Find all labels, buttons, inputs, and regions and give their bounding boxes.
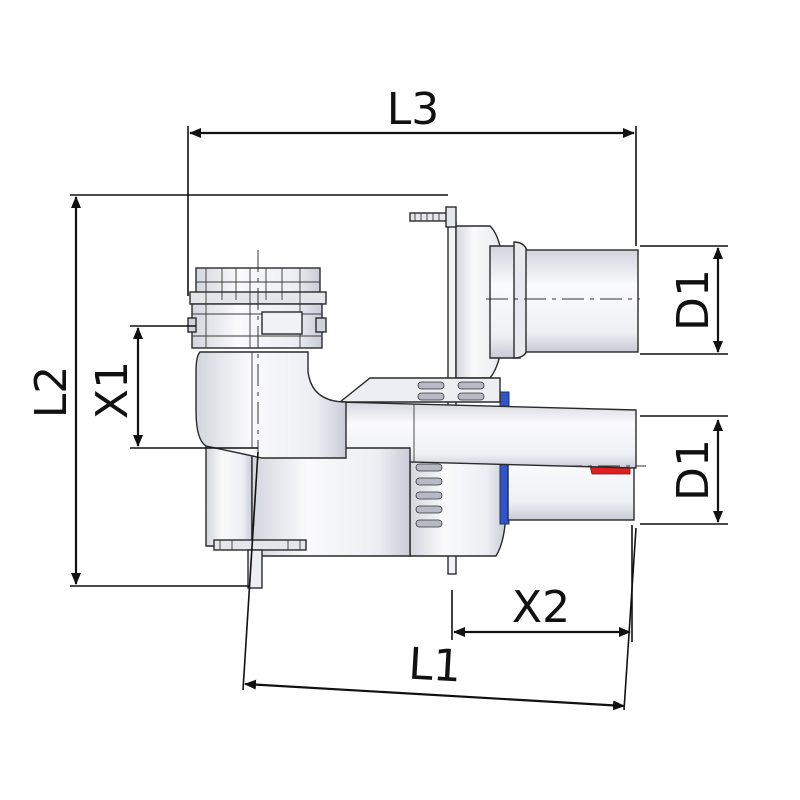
vent-slots-lower: [415, 463, 443, 528]
dim-label-l2: L2: [26, 366, 77, 419]
dim-label-d1-lower: D1: [668, 439, 719, 501]
fitting-body: [187, 206, 646, 589]
dim-label-l3: L3: [387, 84, 440, 135]
vertical-body-right: [251, 447, 411, 557]
upper-outlet-pipe: [525, 249, 639, 353]
foot-bracket: [213, 539, 307, 589]
screw: [409, 206, 457, 228]
dim-line-l1: [244, 679, 625, 711]
top-collar: [187, 267, 327, 349]
upper-hub: [489, 245, 521, 359]
elbow-bend: [195, 351, 347, 459]
dimensions: L3 L2 X1 D1 D1 X2 L1: [26, 84, 728, 711]
dim-label-x1: X1: [87, 361, 138, 419]
vent-slots-upper: [417, 381, 485, 401]
dim-label-l1: L1: [407, 639, 462, 693]
dim-label-x2: X2: [512, 582, 570, 633]
dim-label-d1-upper: D1: [668, 269, 719, 331]
